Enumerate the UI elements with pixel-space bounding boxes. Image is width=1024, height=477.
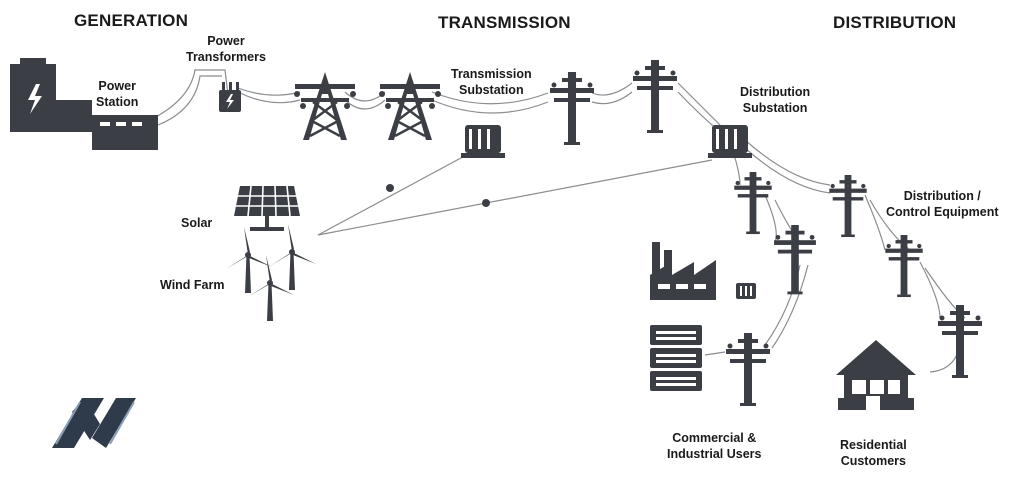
insulator-icon	[386, 184, 394, 192]
wind-turbine-icon	[248, 255, 294, 321]
control-equipment-icon	[736, 283, 756, 299]
power-station-icon	[10, 58, 158, 150]
transmission-header: TRANSMISSION	[438, 13, 571, 32]
wind-turbine-icon	[270, 224, 316, 290]
solar-panel-icon	[234, 185, 300, 231]
distribution-header: DISTRIBUTION	[833, 13, 957, 32]
distribution-pole-icon	[829, 175, 867, 238]
factory-icon	[650, 242, 716, 300]
power-transformer-icon	[219, 82, 241, 112]
solar-label: Solar	[181, 216, 213, 230]
commercial-industrial-label: Commercial &Industrial Users	[667, 431, 762, 461]
insulator-icon	[482, 199, 490, 207]
distribution-pole-icon	[885, 235, 923, 298]
wind-turbine-icon	[226, 227, 272, 293]
house-icon	[836, 340, 916, 410]
transmission-pole-icon	[550, 72, 594, 145]
wind-farm-label: Wind Farm	[160, 278, 225, 292]
transmission-substation-icon	[461, 125, 505, 158]
distribution-substation-icon	[708, 125, 752, 158]
company-logo	[52, 398, 136, 448]
transmission-pole-icon	[633, 60, 677, 133]
transmission-tower-icon	[377, 70, 443, 142]
distribution-control-label: Distribution /Control Equipment	[886, 189, 999, 219]
distribution-pole-icon	[726, 333, 770, 406]
generation-header: GENERATION	[74, 11, 189, 30]
distribution-pole-icon	[774, 225, 816, 295]
transmission-tower-icon	[292, 70, 358, 142]
commercial-building-icon	[650, 325, 702, 391]
power-lines	[149, 69, 966, 373]
distribution-pole-icon	[938, 305, 982, 378]
